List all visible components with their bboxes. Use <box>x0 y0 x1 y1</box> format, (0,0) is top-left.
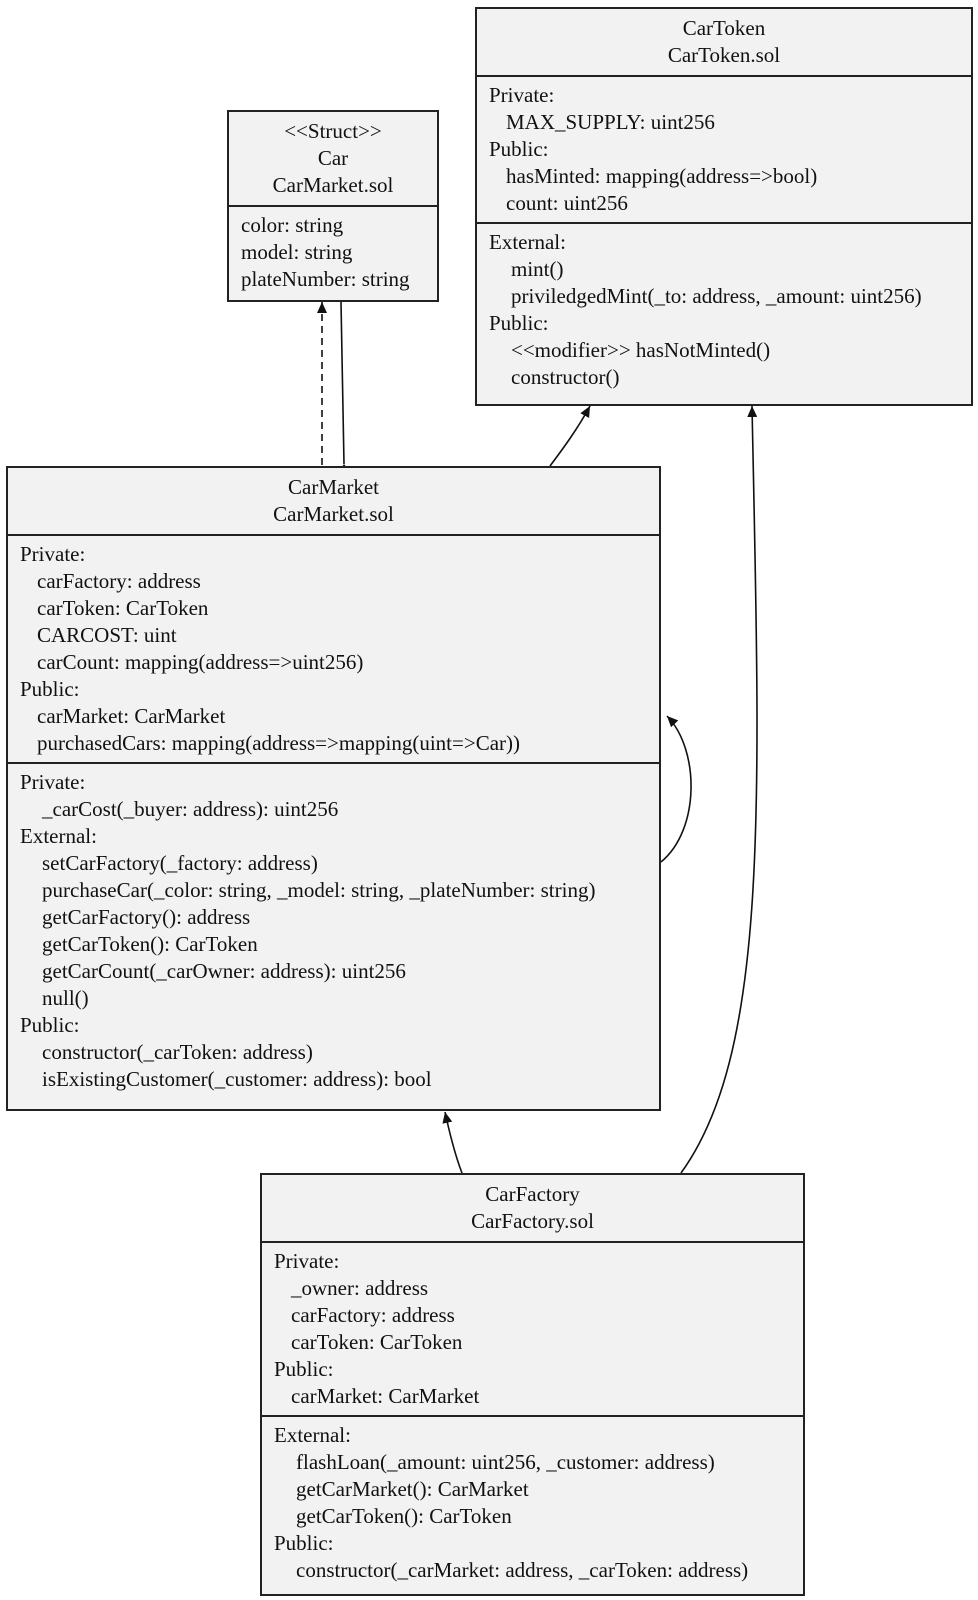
operation: isExistingCustomer(_customer: address): … <box>42 1067 432 1091</box>
operation: getCarToken(): CarToken <box>296 1504 512 1528</box>
visibility-label: Public: <box>274 1531 334 1555</box>
edge-carfactory-cartoken <box>680 405 758 1174</box>
visibility-label: Public: <box>489 137 549 161</box>
edge-carmarket-self <box>660 715 692 863</box>
attribute: carCount: mapping(address=>uint256) <box>37 650 364 674</box>
class-file: CarMarket.sol <box>273 502 394 526</box>
edge-carfactory-carmarket <box>442 1111 463 1174</box>
class-carfactory-operations: External: flashLoan(_amount: uint256, _c… <box>262 1415 803 1589</box>
class-cartoken-header: CarToken CarToken.sol <box>477 9 971 77</box>
operation: purchaseCar(_color: string, _model: stri… <box>42 878 596 902</box>
operation: getCarMarket(): CarMarket <box>296 1477 529 1501</box>
operation: getCarCount(_carOwner: address): uint256 <box>42 959 406 983</box>
visibility-label: Private: <box>489 83 555 107</box>
attribute: carToken: CarToken <box>291 1330 463 1354</box>
attribute: color: string <box>241 213 344 237</box>
attribute: _owner: address <box>291 1276 429 1300</box>
class-name: Car <box>317 146 349 170</box>
class-carfactory-header: CarFactory CarFactory.sol <box>262 1175 803 1243</box>
visibility-label: Private: <box>20 770 86 794</box>
visibility-label: External: <box>274 1423 351 1447</box>
attribute: carFactory: address <box>37 569 201 593</box>
operation: null() <box>42 986 89 1010</box>
attribute: CARCOST: uint <box>37 623 177 647</box>
class-cartoken-attributes: Private: MAX_SUPPLY: uint256 Public: has… <box>477 77 971 222</box>
class-file: CarToken.sol <box>667 43 781 67</box>
visibility-label: Private: <box>20 542 86 566</box>
attribute: model: string <box>241 240 353 264</box>
class-car-attributes: color: string model: string plateNumber:… <box>229 207 437 298</box>
class-file: CarMarket.sol <box>272 173 394 197</box>
operation: constructor(_carMarket: address, _carTok… <box>296 1558 749 1582</box>
class-carmarket-operations: Private: _carCost(_buyer: address): uint… <box>8 762 659 1098</box>
attribute: plateNumber: string <box>241 267 410 291</box>
edge-carmarket-cartoken <box>549 405 591 467</box>
visibility-label: Public: <box>20 677 80 701</box>
attribute: carMarket: CarMarket <box>291 1384 480 1408</box>
visibility-label: External: <box>489 230 566 254</box>
operation: constructor(_carToken: address) <box>42 1040 313 1064</box>
class-name: CarToken <box>682 16 766 40</box>
operation: getCarFactory(): address <box>42 905 251 929</box>
visibility-label: Private: <box>274 1249 340 1273</box>
class-carmarket-attributes: Private: carFactory: address carToken: C… <box>8 536 659 762</box>
class-cartoken: CarToken CarToken.sol Private: MAX_SUPPL… <box>475 7 973 406</box>
attribute: carFactory: address <box>291 1303 455 1327</box>
visibility-label: Public: <box>20 1013 80 1037</box>
class-file: CarFactory.sol <box>471 1209 594 1233</box>
edge-carmarket-car-composition <box>339 301 350 478</box>
operation: _carCost(_buyer: address): uint256 <box>42 797 339 821</box>
operation: flashLoan(_amount: uint256, _customer: a… <box>296 1450 715 1474</box>
operation: constructor() <box>511 365 620 389</box>
attribute: hasMinted: mapping(address=>bool) <box>506 164 818 188</box>
class-car-header: <<Struct>> Car CarMarket.sol <box>229 112 437 207</box>
operation: getCarToken(): CarToken <box>42 932 258 956</box>
operation: priviledgedMint(_to: address, _amount: u… <box>511 284 922 308</box>
attribute: carMarket: CarMarket <box>37 704 226 728</box>
visibility-label: External: <box>20 824 97 848</box>
class-carfactory-attributes: Private: _owner: address carFactory: add… <box>262 1243 803 1415</box>
operation: <<modifier>> hasNotMinted() <box>511 338 771 362</box>
attribute: purchasedCars: mapping(address=>mapping(… <box>37 731 520 755</box>
class-carmarket-header: CarMarket CarMarket.sol <box>8 468 659 536</box>
class-car: <<Struct>> Car CarMarket.sol color: stri… <box>227 110 439 302</box>
class-name: CarFactory <box>485 1182 580 1206</box>
class-carmarket: CarMarket CarMarket.sol Private: carFact… <box>6 466 661 1111</box>
attribute: MAX_SUPPLY: uint256 <box>506 110 715 134</box>
visibility-label: Public: <box>274 1357 334 1381</box>
attribute: count: uint256 <box>506 191 628 215</box>
class-cartoken-operations: External: mint() priviledgedMint(_to: ad… <box>477 222 971 396</box>
operation: mint() <box>511 257 564 281</box>
operation: setCarFactory(_factory: address) <box>42 851 318 875</box>
visibility-label: Public: <box>489 311 549 335</box>
class-name: CarMarket <box>288 475 379 499</box>
stereotype-label: <<Struct>> <box>284 119 382 143</box>
attribute: carToken: CarToken <box>37 596 209 620</box>
class-carfactory: CarFactory CarFactory.sol Private: _owne… <box>260 1173 805 1596</box>
